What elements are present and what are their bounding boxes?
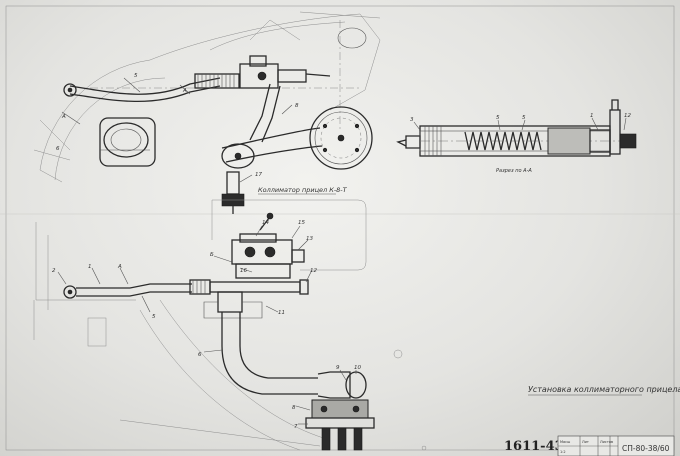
caption-collimator-sight: Коллиматор прицел К-8-Т bbox=[258, 186, 348, 194]
part-label: 5 bbox=[152, 314, 156, 320]
part-label: 5 bbox=[134, 73, 138, 79]
part-label: 12 bbox=[624, 113, 631, 119]
part-label: 5 bbox=[496, 115, 500, 121]
left-clamp bbox=[99, 117, 156, 167]
part-label: 9 bbox=[336, 365, 340, 371]
part-label: 8 bbox=[292, 405, 296, 411]
drawing-code: СП-80-38/60 bbox=[622, 444, 670, 453]
bottom-assembly bbox=[33, 199, 375, 451]
part-label: 13 bbox=[306, 236, 313, 242]
part-label: 10 bbox=[354, 365, 361, 371]
title-block-cell: 1:2 bbox=[560, 450, 566, 454]
top-spring bbox=[194, 73, 240, 89]
part-label: А bbox=[61, 114, 66, 120]
drawing-title: Установка коллиматорного прицела bbox=[528, 385, 680, 394]
title-block-cell: Лит bbox=[582, 440, 589, 444]
part-label: А bbox=[182, 88, 187, 94]
bottom-sight-block bbox=[231, 212, 305, 279]
title-block-cell: Листов bbox=[600, 440, 613, 444]
part-label: 1 bbox=[88, 264, 92, 270]
part-label: 6 bbox=[198, 352, 202, 358]
part-label: 17 bbox=[255, 172, 262, 178]
round-plate bbox=[309, 106, 373, 170]
part-label: 14 bbox=[262, 220, 269, 226]
part-label: Б bbox=[210, 252, 214, 258]
top-assembly bbox=[33, 11, 381, 214]
caption-section: Разрез по А-А bbox=[496, 168, 532, 174]
part-label: 6 bbox=[56, 146, 60, 152]
sheet-number: 1611-43 bbox=[504, 439, 564, 454]
bottom-clamp bbox=[305, 399, 375, 451]
part-label: 7 bbox=[294, 424, 298, 430]
title-block: Масш 1:2 Лит Листов СП-80-38/60 bbox=[557, 435, 675, 456]
part-label: А bbox=[117, 264, 122, 270]
part-label: 2 bbox=[52, 268, 56, 274]
title-block-cell: Масш bbox=[560, 440, 570, 444]
part-label: 3 bbox=[410, 117, 414, 123]
part-label: 15 bbox=[298, 220, 305, 226]
part-label: 16 bbox=[240, 268, 247, 274]
part-label: 12 bbox=[310, 268, 317, 274]
part-label: 5 bbox=[522, 115, 526, 121]
section-a-a bbox=[396, 99, 637, 157]
part-label: 1 bbox=[590, 113, 594, 119]
part-label: 11 bbox=[278, 310, 285, 316]
part-label: 8 bbox=[295, 103, 299, 109]
